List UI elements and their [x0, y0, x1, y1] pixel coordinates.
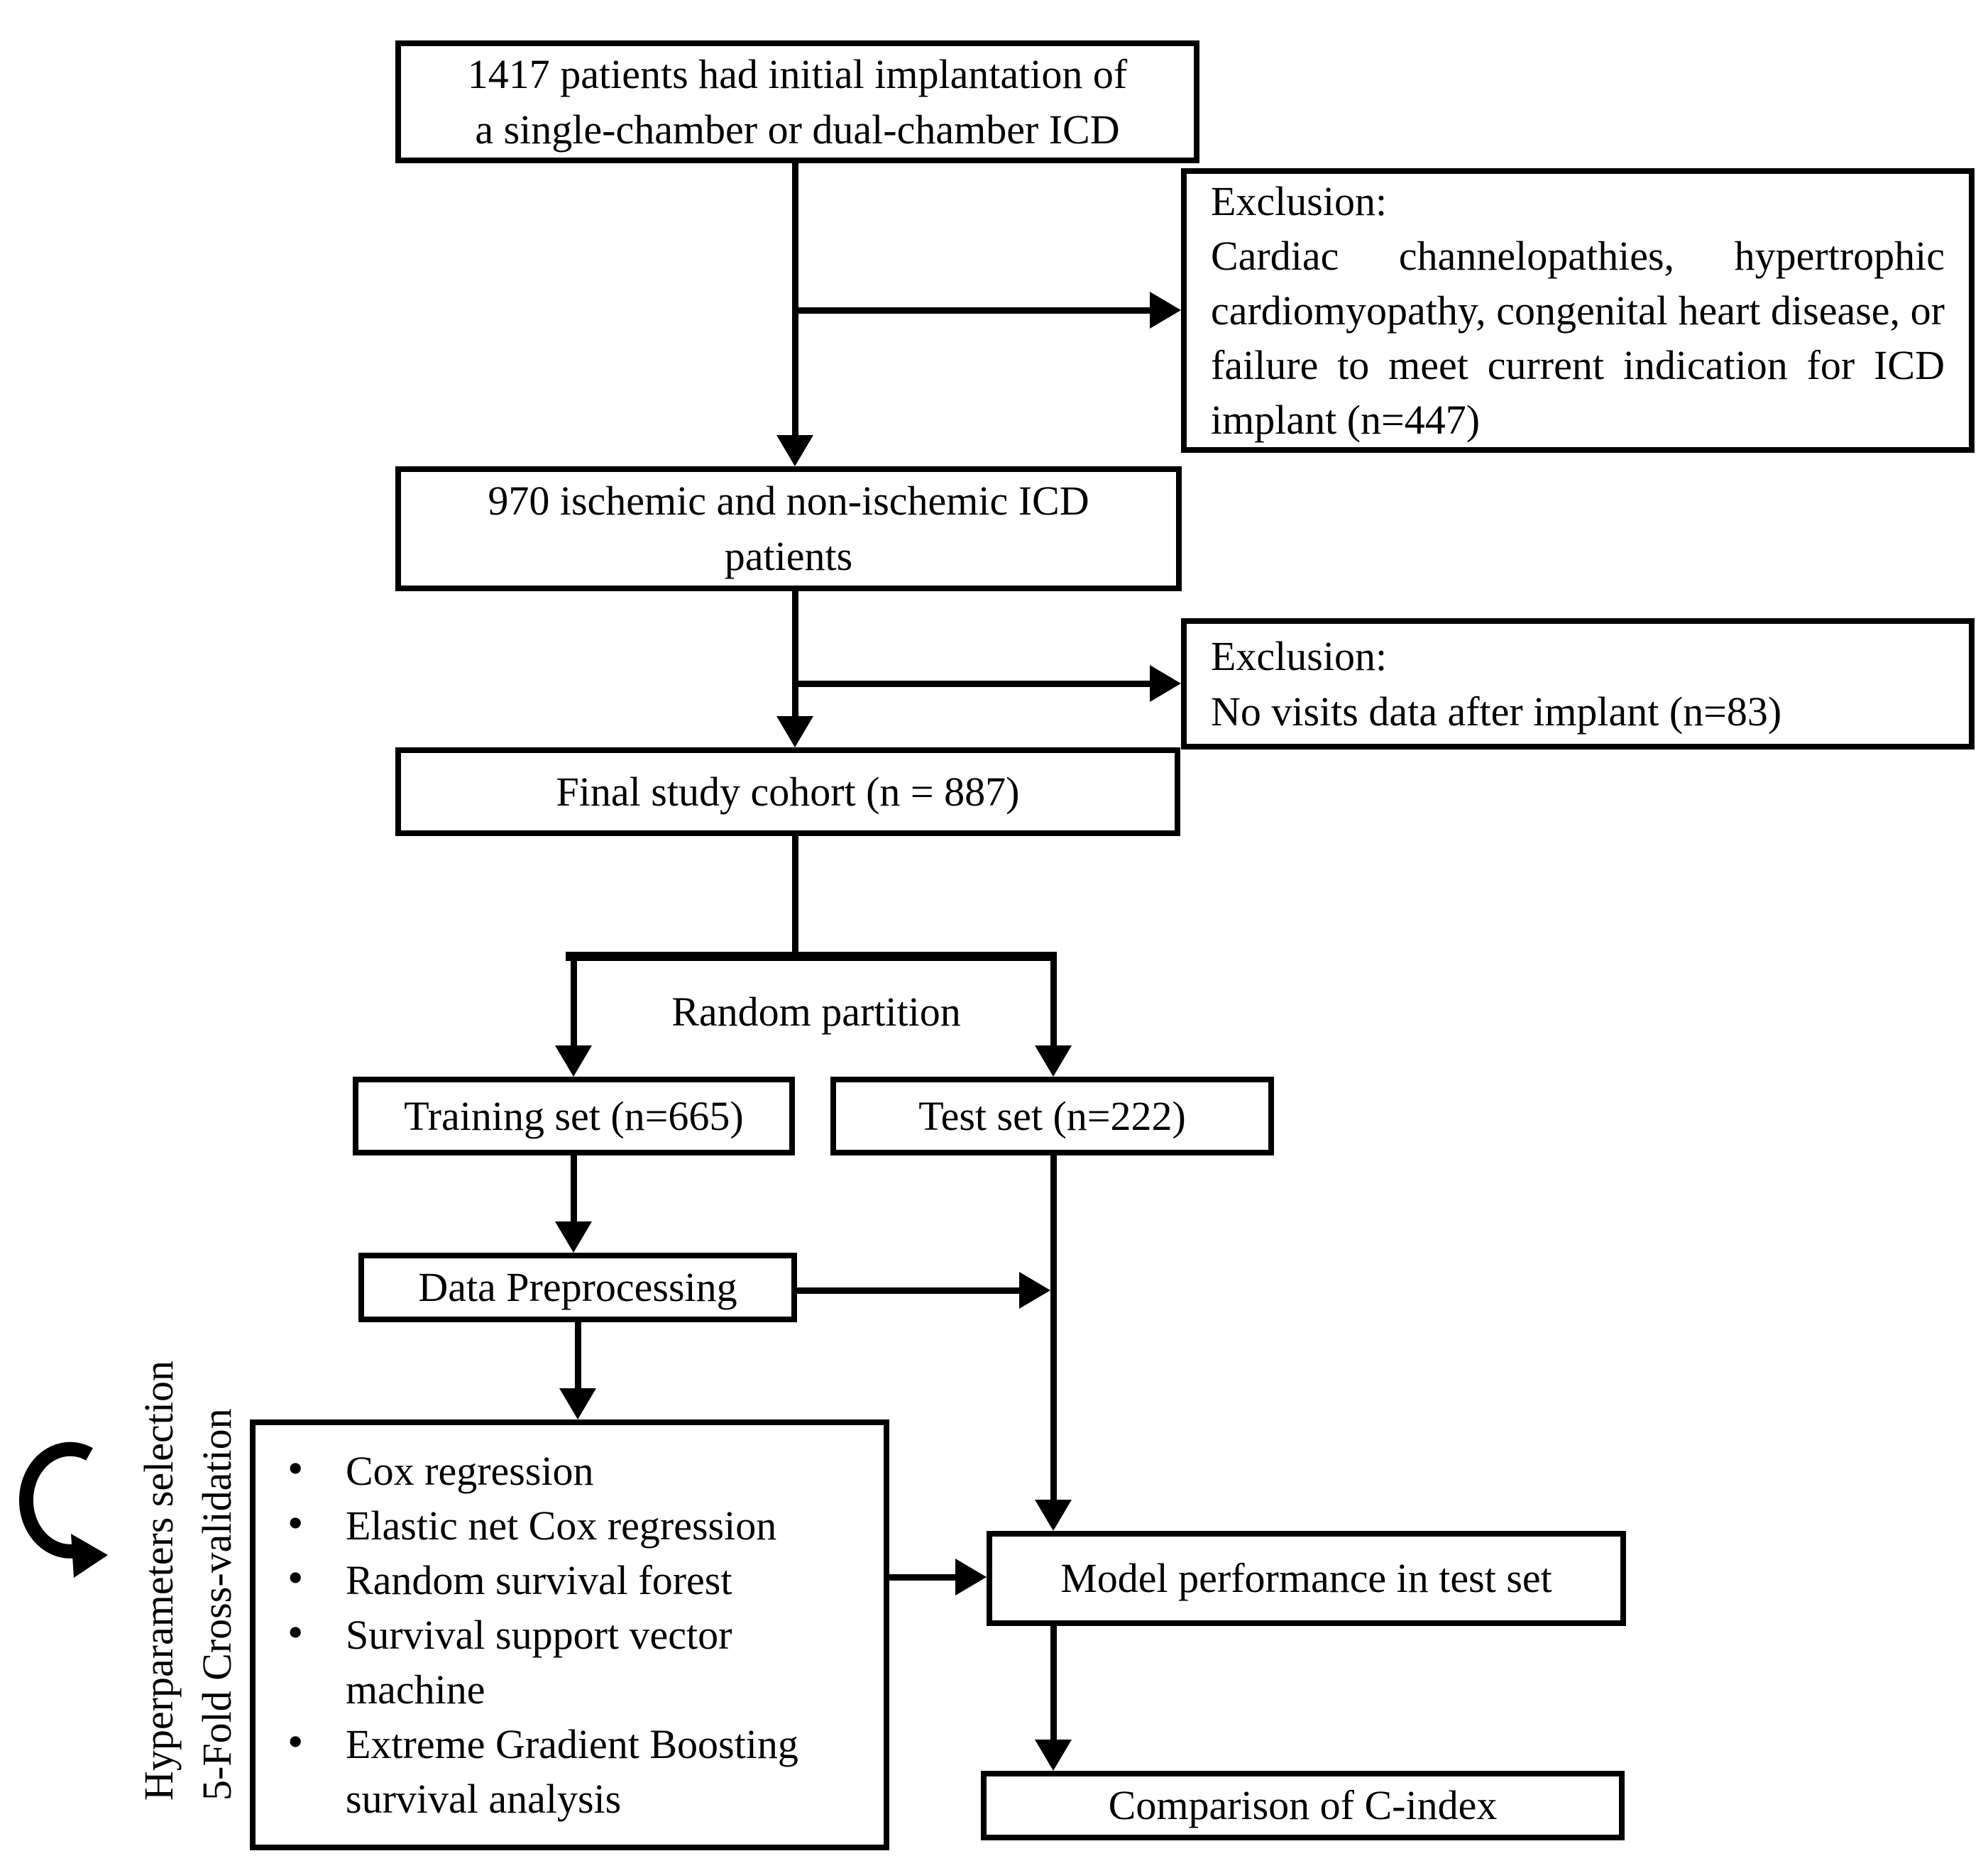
- connector-to-exclusion2: [792, 681, 1153, 687]
- model-item-xgboost: Extreme Gradient Boosting survival analy…: [287, 1714, 869, 1826]
- connector-cohort-to-final: [792, 590, 798, 719]
- exclusion2-title: Exclusion:: [1211, 632, 1388, 679]
- test-set-label: Test set (n=222): [918, 1092, 1186, 1139]
- model-item-elastic-net: Elastic net Cox regression: [287, 1495, 869, 1553]
- connector-models-to-performance: [888, 1574, 957, 1581]
- arrowhead-down-icon: [1035, 1740, 1072, 1771]
- box-model-performance: Model performance in test set: [987, 1531, 1626, 1626]
- box-initial-line2: a single-chamber or dual-chamber ICD: [475, 106, 1120, 153]
- connector-preprocessing-to-testline: [796, 1287, 1022, 1294]
- random-partition-label: Random partition: [671, 989, 961, 1035]
- connector-preprocessing-to-models: [575, 1321, 581, 1390]
- model-list: Cox regression Elastic net Cox regressio…: [256, 1441, 884, 1826]
- annotation-line2: 5-Fold Cross-validation: [194, 1408, 240, 1801]
- arrowhead-down-icon: [555, 1221, 592, 1253]
- connector-test-to-performance: [1050, 1154, 1057, 1501]
- arrowhead-right-icon: [955, 1559, 987, 1595]
- exclusion1-body: Cardiac channelopathies, hypertrophic ca…: [1211, 233, 1945, 443]
- model-item-svm: Survival support vector machine: [287, 1605, 869, 1717]
- connector-training-to-preprocessing: [571, 1154, 577, 1224]
- box-training-set: Training set (n=665): [353, 1077, 795, 1155]
- cross-validation-annotation: Hyperparameters selection 5-Fold Cross-v…: [130, 1304, 246, 1801]
- arrowhead-down-icon: [1035, 1500, 1072, 1531]
- arrowhead-down-icon: [776, 716, 813, 747]
- arrowhead-right-icon: [1150, 665, 1181, 702]
- training-set-label: Training set (n=665): [404, 1092, 744, 1139]
- box-exclusion-1: Exclusion: Cardiac channelopathies, hype…: [1181, 168, 1975, 453]
- box-cohort-line1: 970 ischemic and non-ischemic ICD: [488, 478, 1089, 524]
- model-performance-label: Model performance in test set: [1060, 1555, 1552, 1601]
- box-exclusion-2: Exclusion: No visits data after implant …: [1181, 618, 1975, 749]
- connector-final-to-partition: [792, 836, 798, 957]
- box-cohort-970: 970 ischemic and non-ischemic ICD patien…: [395, 466, 1182, 591]
- box-test-set: Test set (n=222): [830, 1077, 1274, 1155]
- connector-performance-to-comparison: [1050, 1625, 1057, 1741]
- arrowhead-down-icon: [776, 435, 813, 466]
- exclusion1-title: Exclusion:: [1211, 178, 1388, 224]
- connector-to-exclusion1: [792, 307, 1153, 314]
- annotation-line1: Hyperparameters selection: [136, 1361, 182, 1801]
- box-data-preprocessing: Data Preprocessing: [358, 1253, 797, 1322]
- arrowhead-right-icon: [1019, 1272, 1050, 1309]
- arrowhead-right-icon: [1150, 292, 1181, 329]
- box-final-cohort: Final study cohort (n = 887): [395, 747, 1180, 836]
- box-initial-patients: 1417 patients had initial implantation o…: [395, 40, 1199, 163]
- comparison-cindex-label: Comparison of C-index: [1108, 1782, 1498, 1828]
- arrowhead-down-icon: [559, 1388, 596, 1419]
- partition-bar: [566, 952, 1057, 961]
- arrowhead-down-icon: [1035, 1045, 1072, 1077]
- box-cohort-line2: patients: [724, 533, 853, 579]
- data-preprocessing-label: Data Preprocessing: [418, 1264, 737, 1310]
- model-item-random-forest: Random survival forest: [287, 1550, 869, 1608]
- arrowhead-down-icon: [555, 1045, 592, 1077]
- final-cohort-label: Final study cohort (n = 887): [556, 768, 1020, 815]
- connector-initial-to-cohort: [792, 162, 798, 439]
- model-item-cox: Cox regression: [287, 1441, 869, 1498]
- box-comparison-cindex: Comparison of C-index: [981, 1771, 1625, 1840]
- exclusion2-body: No visits data after implant (n=83): [1211, 688, 1782, 735]
- connector-partition-to-test: [1050, 952, 1057, 1047]
- box-model-list: Cox regression Elastic net Cox regressio…: [250, 1419, 889, 1850]
- connector-partition-to-training: [571, 952, 577, 1047]
- box-initial-line1: 1417 patients had initial implantation o…: [467, 50, 1128, 97]
- cycle-arrow-icon: [18, 1441, 108, 1578]
